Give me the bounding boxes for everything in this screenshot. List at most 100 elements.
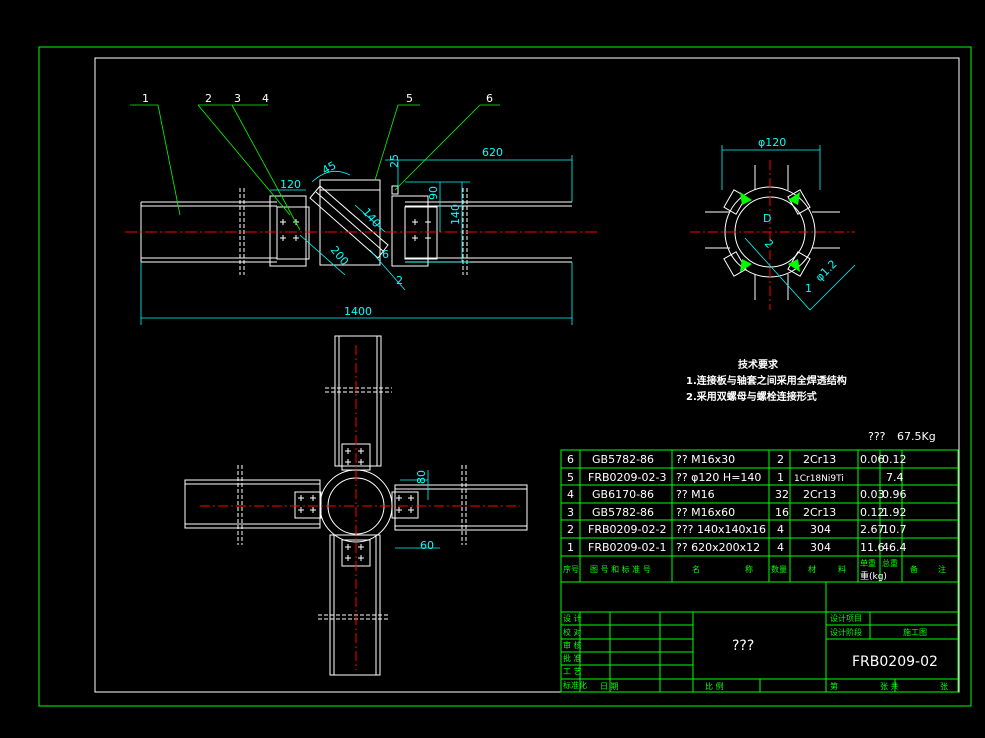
bom-name: ?? M16x60 xyxy=(676,506,735,519)
bom-unit: 0.06 xyxy=(860,453,885,466)
bom-unit: 11.6 xyxy=(860,541,885,554)
bom-no: 1 xyxy=(567,541,574,554)
bom-header-code: 图 号 和 标 准 号 xyxy=(590,564,651,574)
bom-header-weight-1: 单重 xyxy=(860,558,876,568)
weight-label: ??? xyxy=(868,430,886,443)
bom-material: 304 xyxy=(810,523,831,536)
tb-label-sheets: 张 xyxy=(940,682,948,691)
bom-code: GB6170-86 xyxy=(592,488,654,501)
dim-phi120: φ120 xyxy=(758,136,786,149)
bom-no: 4 xyxy=(567,488,574,501)
bom-header-weight-3: 总重 xyxy=(882,558,898,568)
bom-row: 6 GB5782-86 ?? M16x30 2 2Cr13 0.06 0.12 xyxy=(567,453,907,466)
bom-name: ?? M16x30 xyxy=(676,453,735,466)
bom-total: 0.12 xyxy=(882,453,907,466)
dim-120: 120 xyxy=(280,178,301,191)
bom-unit: 0.03 xyxy=(860,488,885,501)
bom-material: 2Cr13 xyxy=(803,488,836,501)
bom-no: 6 xyxy=(567,453,574,466)
bom-rows: 6 GB5782-86 ?? M16x30 2 2Cr13 0.06 0.12 … xyxy=(563,453,946,582)
front-view xyxy=(140,179,572,275)
dim-D: D xyxy=(763,212,771,225)
dim-45: 45 xyxy=(320,159,339,177)
bom-material: 2Cr13 xyxy=(803,506,836,519)
tb-label-of: 张 共 xyxy=(880,682,899,691)
plan-view xyxy=(184,335,528,676)
tb-label-construction: 施工图 xyxy=(903,627,927,637)
tb-label-process: 工 艺 xyxy=(563,667,582,676)
balloon-2: 2 xyxy=(205,92,212,105)
side-view xyxy=(690,145,856,311)
tb-label-scale: 比 例 xyxy=(705,681,724,691)
balloon-labels: 1 2 3 4 5 6 xyxy=(142,92,493,105)
tb-label-project: 设计项目 xyxy=(830,613,862,623)
bom-header-name-1: 名 xyxy=(692,564,700,574)
bom-table xyxy=(560,449,959,583)
plan-bolts xyxy=(298,448,414,561)
bom-code: FRB0209-02-1 xyxy=(588,541,666,554)
tb-label-stage: 设计阶段 xyxy=(830,627,862,637)
technical-requirements: 技术要求 1.连接板与轴套之间采用全焊透结构 2.采用双螺母与螺栓连接形式 xyxy=(686,358,847,403)
balloon-5: 5 xyxy=(406,92,413,105)
plan-centerlines xyxy=(200,345,520,670)
bom-no: 3 xyxy=(567,506,574,519)
bom-row: 3 GB5782-86 ?? M16x60 16 2Cr13 0.12 1.92 xyxy=(567,506,907,519)
dim-1400: 1400 xyxy=(344,305,372,318)
bom-no: 2 xyxy=(567,523,574,536)
tech-req-title: 技术要求 xyxy=(738,358,779,371)
bom-qty: 4 xyxy=(777,541,784,554)
dim-60: 60 xyxy=(420,539,434,552)
front-dimension-lines xyxy=(140,155,573,325)
tb-label-review: 审 核 xyxy=(563,640,582,650)
title-block-text: 设 计 校 对 审 核 批 准 工 艺 标准化 设计项目 设计阶段 施工图 日 … xyxy=(563,613,948,691)
dim-25: 25 xyxy=(388,154,401,168)
bom-total: 0.96 xyxy=(882,488,907,501)
dim-6: 6 xyxy=(382,248,389,261)
tb-label-date: 日 期 xyxy=(600,682,619,691)
leader-lines xyxy=(130,104,500,231)
tb-label-design: 设 计 xyxy=(563,613,582,623)
bom-unit: 2.67 xyxy=(860,523,885,536)
bom-qty: 16 xyxy=(775,506,789,519)
bom-name: ?? M16 xyxy=(676,488,715,501)
plan-dimension-texts: 80 60 xyxy=(415,470,434,552)
tech-req-line-1: 1.连接板与轴套之间采用全焊透结构 xyxy=(686,374,847,387)
bom-total: 1.92 xyxy=(882,506,907,519)
balloon-4: 4 xyxy=(262,92,269,105)
bom-header-no: 序号 xyxy=(563,564,579,574)
weight-value: 67.5Kg xyxy=(897,430,936,443)
drawing-number: FRB0209-02 xyxy=(852,654,938,670)
bom-material: 2Cr13 xyxy=(803,453,836,466)
inner-frame xyxy=(94,57,960,693)
balloon-6: 6 xyxy=(486,92,493,105)
bom-qty: 32 xyxy=(775,488,789,501)
tb-label-standard: 标准化 xyxy=(563,680,587,690)
bom-header-remark-1: 备 xyxy=(910,564,918,574)
bom-qty: 2 xyxy=(777,453,784,466)
bom-material: 1Cr18Ni9Ti xyxy=(794,474,844,484)
bom-row: 1 FRB0209-02-1 ?? 620x200x12 4 304 11.6 … xyxy=(567,541,907,554)
title-block xyxy=(560,581,959,693)
bom-header: 序号 图 号 和 标 准 号 名 称 数量 材 料 单重 重(kg) 总重 备 … xyxy=(563,558,946,582)
bom-header-remark-2: 注 xyxy=(938,564,946,574)
dim-80: 80 xyxy=(415,470,428,484)
dim-140-v: 140 xyxy=(449,204,462,225)
bom-total: 7.4 xyxy=(886,471,904,484)
bom-material: 304 xyxy=(810,541,831,554)
bom-row: 5 FRB0209-02-3 ?? φ120 H=140 1 1Cr18Ni9T… xyxy=(567,471,904,484)
bom-header-qty: 数量 xyxy=(771,564,787,574)
bom-unit: 0.12 xyxy=(860,506,885,519)
dim-620: 620 xyxy=(482,146,503,159)
dim-200: 200 xyxy=(328,244,351,268)
bom-row: 2 FRB0209-02-2 ??? 140x140x16 4 304 2.67… xyxy=(567,523,907,536)
bom-header-name-2: 称 xyxy=(745,564,753,574)
tb-label-sheet: 第 xyxy=(830,681,838,691)
drawing-name: ??? xyxy=(732,638,754,654)
tb-label-approve: 批 准 xyxy=(563,653,582,663)
bom-name: ?? 620x200x12 xyxy=(676,541,760,554)
balloon-1: 1 xyxy=(142,92,149,105)
bom-name: ??? 140x140x16 xyxy=(676,523,766,536)
dim-side-1: 1 xyxy=(805,282,812,295)
weight-note: ??? 67.5Kg xyxy=(868,430,936,443)
